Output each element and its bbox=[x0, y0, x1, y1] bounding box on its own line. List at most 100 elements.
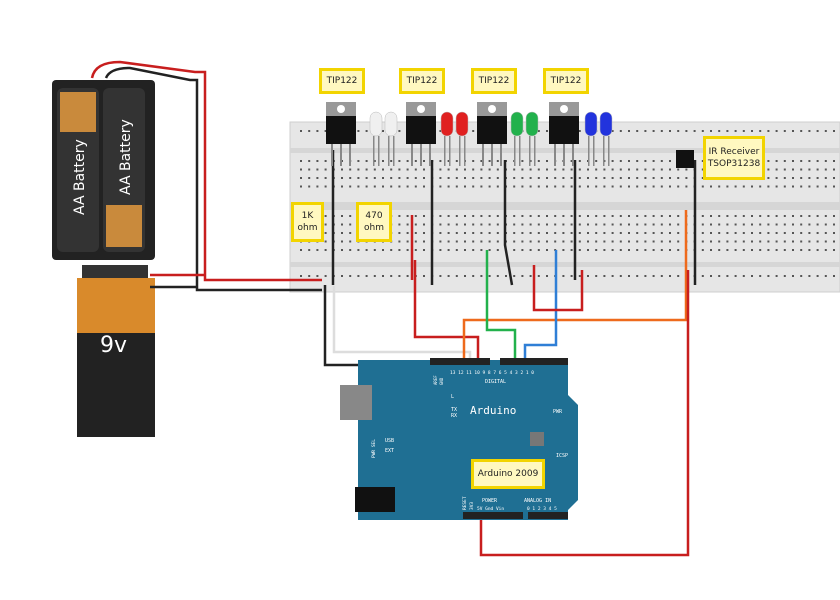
breadboard-hole bbox=[496, 249, 499, 251]
breadboard-hole bbox=[464, 168, 466, 171]
breadboard-hole bbox=[824, 232, 827, 234]
breadboard-hole bbox=[300, 160, 302, 162]
breadboard-hole bbox=[587, 177, 589, 179]
breadboard-hole bbox=[734, 240, 737, 243]
breadboard-hole bbox=[677, 240, 680, 243]
note-text: 1K bbox=[301, 211, 314, 221]
breadboard-hole bbox=[628, 232, 630, 234]
breadboard-hole bbox=[570, 168, 573, 171]
breadboard-hole bbox=[316, 185, 319, 188]
breadboard-hole bbox=[390, 168, 393, 171]
breadboard-hole bbox=[562, 249, 565, 251]
breadboard-hole bbox=[488, 240, 491, 243]
note-text: ohm bbox=[297, 223, 318, 233]
breadboard-hole bbox=[570, 240, 573, 243]
breadboard-hole bbox=[628, 223, 630, 226]
breadboard-hole bbox=[767, 240, 770, 243]
breadboard-hole bbox=[611, 130, 614, 132]
breadboard-hole bbox=[398, 232, 401, 234]
breadboard-hole bbox=[701, 168, 704, 171]
breadboard-hole bbox=[562, 275, 565, 277]
breadboard-hole bbox=[751, 249, 753, 251]
breadboard-hole bbox=[603, 223, 606, 226]
breadboard-hole bbox=[677, 249, 680, 251]
breadboard-hole bbox=[619, 223, 622, 226]
breadboard-hole bbox=[669, 177, 671, 179]
breadboard-hole bbox=[505, 275, 507, 277]
breadboard-hole bbox=[685, 177, 688, 179]
breadboard-hole bbox=[816, 249, 819, 251]
breadboard-hole bbox=[373, 275, 376, 277]
breadboard-hole bbox=[775, 177, 778, 179]
breadboard-hole bbox=[808, 177, 811, 179]
breadboard-hole bbox=[365, 177, 368, 179]
breadboard-hole bbox=[341, 275, 343, 277]
breadboard-hole bbox=[496, 215, 499, 217]
breadboard-hole bbox=[562, 240, 565, 243]
breadboard-hole bbox=[751, 232, 753, 234]
breadboard-hole bbox=[554, 240, 557, 243]
breadboard-hole bbox=[496, 168, 499, 171]
green-led bbox=[525, 111, 539, 166]
note-text: IR Receiver bbox=[708, 147, 760, 157]
breadboard-hole bbox=[824, 275, 827, 277]
breadboard-hole bbox=[562, 232, 565, 234]
breadboard-hole bbox=[521, 168, 524, 171]
breadboard-hole bbox=[726, 275, 729, 277]
breadboard-hole bbox=[595, 249, 598, 251]
breadboard-hole bbox=[611, 275, 614, 277]
breadboard-hole bbox=[669, 130, 671, 132]
breadboard-hole bbox=[488, 223, 491, 226]
breadboard-hole bbox=[734, 185, 737, 188]
breadboard-hole bbox=[316, 160, 319, 162]
note-text: ohm bbox=[364, 223, 384, 233]
l-led-label: L bbox=[451, 394, 454, 400]
breadboard-hole bbox=[406, 232, 409, 234]
breadboard-hole bbox=[529, 249, 532, 251]
breadboard-hole bbox=[751, 240, 753, 243]
breadboard-hole bbox=[644, 275, 647, 277]
breadboard-hole bbox=[644, 249, 647, 251]
breadboard-hole bbox=[398, 168, 401, 171]
breadboard-hole bbox=[619, 240, 622, 243]
breadboard-hole bbox=[423, 168, 425, 171]
breadboard-hole bbox=[800, 185, 803, 188]
nine-volt-label: 9v bbox=[100, 333, 127, 358]
breadboard-hole bbox=[316, 275, 319, 277]
breadboard-hole bbox=[734, 130, 737, 132]
breadboard-hole bbox=[488, 215, 491, 217]
breadboard-hole bbox=[595, 177, 598, 179]
breadboard-hole bbox=[529, 215, 532, 217]
breadboard-hole bbox=[578, 232, 581, 234]
power-pins-label: 5V Gnd Vin bbox=[477, 506, 504, 512]
breadboard-hole bbox=[455, 215, 458, 217]
breadboard-hole bbox=[800, 177, 803, 179]
breadboard-hole bbox=[824, 240, 827, 243]
breadboard-hole bbox=[341, 168, 343, 171]
wire-red-pin bbox=[413, 260, 480, 362]
breadboard-hole bbox=[365, 275, 368, 277]
breadboard-hole bbox=[792, 275, 794, 277]
breadboard-hole bbox=[792, 232, 794, 234]
breadboard-hole bbox=[603, 249, 606, 251]
note-text: Arduino 2009 bbox=[477, 469, 539, 479]
breadboard-hole bbox=[570, 249, 573, 251]
breadboard-hole bbox=[693, 130, 696, 132]
breadboard-hole bbox=[619, 160, 622, 162]
breadboard-hole bbox=[726, 215, 729, 217]
breadboard-hole bbox=[628, 249, 630, 251]
breadboard-hole bbox=[603, 185, 606, 188]
breadboard-hole bbox=[398, 177, 401, 179]
breadboard-hole bbox=[439, 240, 442, 243]
breadboard-hole bbox=[464, 223, 466, 226]
breadboard-hole bbox=[464, 185, 466, 188]
breadboard-hole bbox=[496, 160, 499, 162]
breadboard-hole bbox=[718, 232, 721, 234]
breadboard-hole bbox=[759, 215, 762, 217]
breadboard-hole bbox=[701, 223, 704, 226]
breadboard-hole bbox=[447, 215, 450, 217]
breadboard-hole bbox=[644, 185, 647, 188]
breadboard-hole bbox=[603, 240, 606, 243]
breadboard-hole bbox=[464, 240, 466, 243]
breadboard-hole bbox=[513, 177, 516, 179]
